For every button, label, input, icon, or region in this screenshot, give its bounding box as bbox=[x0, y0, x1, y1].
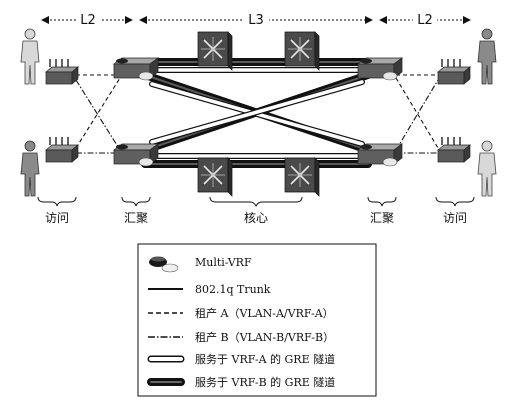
core-switch-top-right bbox=[284, 31, 320, 71]
core-switch-top-left bbox=[197, 31, 233, 71]
bottom-labels bbox=[37, 196, 475, 208]
user-icon-right-top bbox=[477, 28, 497, 85]
zone-header: L2 L3 L2 bbox=[41, 10, 471, 28]
zone-l2-left: L2 bbox=[80, 13, 96, 28]
user-icon-right-bottom bbox=[477, 140, 497, 197]
access-switch-left-top bbox=[45, 58, 79, 85]
legend-label-1: 802.1q Trunk bbox=[195, 283, 271, 296]
core-switch-bottom-left bbox=[197, 157, 233, 197]
label-access-left: 访问 bbox=[45, 211, 69, 225]
zone-l3: L3 bbox=[248, 13, 264, 28]
legend-router-icon bbox=[149, 256, 179, 273]
label-core: 核心 bbox=[244, 211, 268, 225]
agg-router-right-bottom bbox=[357, 143, 403, 167]
user-icon-left-top bbox=[20, 28, 40, 85]
zone-l2-right: L2 bbox=[417, 13, 433, 28]
access-switch-right-top bbox=[437, 58, 471, 85]
access-switch-left-bottom bbox=[45, 136, 79, 163]
tunnel-vrf-a bbox=[147, 67, 368, 159]
agg-router-right-top bbox=[357, 57, 403, 81]
legend-label-4: 服务于 VRF-A 的 GRE 隧道 bbox=[195, 352, 335, 366]
label-access-right: 访问 bbox=[443, 211, 467, 225]
legend-label-5: 服务于 VRF-B 的 GRE 隧道 bbox=[195, 375, 335, 389]
agg-router-left-bottom bbox=[113, 143, 159, 167]
legend-label-2: 租产 A（VLAN-A/VRF-A） bbox=[195, 306, 334, 320]
core-switch-bottom-right bbox=[284, 157, 320, 197]
label-aggregation-right: 汇聚 bbox=[370, 211, 394, 225]
access-links bbox=[75, 74, 439, 154]
access-switch-right-bottom bbox=[437, 136, 471, 163]
legend: Multi-VRF 802.1q Trunk 租产 A（VLAN-A/VRF-A… bbox=[137, 243, 377, 397]
legend-label-0: Multi-VRF bbox=[195, 256, 252, 269]
legend-label-3: 租产 B（VLAN-B/VRF-B） bbox=[195, 330, 334, 344]
agg-router-left-top bbox=[113, 57, 159, 81]
label-aggregation-left: 汇聚 bbox=[124, 211, 148, 225]
user-icon-left-bottom bbox=[20, 140, 40, 197]
gre-tunnels bbox=[141, 58, 372, 168]
